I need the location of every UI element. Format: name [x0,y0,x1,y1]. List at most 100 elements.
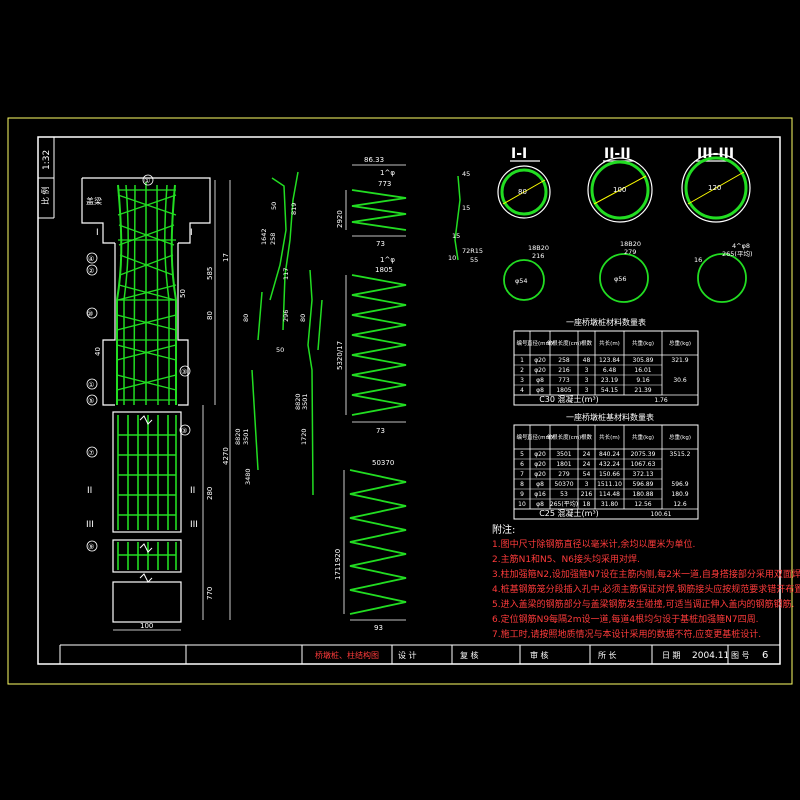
table-cell: 50370 [554,481,573,488]
b5-dim-15: 15 [462,204,470,212]
table-footer-value: 100.61 [651,511,672,518]
mark-2: ② [88,267,94,275]
table-cell: 8 [520,481,524,488]
dim-80: 80 [206,311,214,320]
mark-3: ③ [181,368,187,376]
dim-100: 100 [140,622,153,630]
table-header: 共重(kg) [632,433,654,441]
ring3-label: 4^φ8 [732,242,750,250]
b3-dim-3501: 3501 [242,428,250,445]
ring2-label: 18B20 [620,240,641,248]
inner-frame [37,136,781,665]
ring3-mark: 16 [694,256,702,264]
dim-40: 40 [94,347,102,356]
table-cell: 1511.10 [597,481,622,488]
b5-dim-10: 10 [448,254,456,262]
drawing-title: 桥墩桩、柱结构图 [315,650,379,660]
ring1-d: φ54 [515,277,528,285]
note-item: 1.图中尺寸除钢筋直径以毫米计,余均以厘米为单位. [492,540,696,550]
mark-10: ⑩ [87,310,93,318]
section-I-title: I-I [511,146,527,162]
spiral2-len: 1805 [375,266,393,274]
b5-dim-15b: 15 [452,232,460,240]
table-cell: φ8 [536,481,544,488]
table-header: 总重(kg) [669,339,691,347]
pier-elevation: 盖梁 I I II II III III [81,174,231,631]
ring1-len: 216 [532,252,544,260]
mark-4: ④ [88,255,94,263]
table-header: 共长(m) [599,433,620,441]
table-cell: 12.6 [673,501,687,508]
date-value: 2004.11 [692,651,729,661]
table-cell: 773 [558,377,570,384]
table-cell: 2075.39 [631,451,656,458]
note-item: 5.进入盖梁的钢筋部分与盖梁钢筋发生碰撞,可适当调正伸入盖内的钢筋钢筋. [492,600,795,610]
table-header: 根数 [581,433,593,441]
table-cell: 180.88 [633,491,654,498]
b5-dim-55: 55 [470,256,478,264]
table-cell: 3 [585,387,589,394]
table-cell: 30.6 [673,377,687,384]
mark-3b: ③ [181,427,187,435]
b2-dim-80a: 80 [242,314,250,322]
table-cell: 596.89 [633,481,654,488]
sec-III-right: III [190,520,198,530]
table-cell: 6 [520,461,524,468]
table-cell: 21.39 [634,387,651,394]
notes-block: 附注: 1.图中尺寸除钢筋直径以毫米计,余均以厘米为单位. 2.主筋N1和N5、… [492,523,800,643]
table2-title: 一座桥墩桩基材料数量表 [566,412,654,422]
table-cell: 305.89 [633,357,654,364]
table-cell: φ8 [536,387,544,394]
table-header: 单根长度(cm) [547,339,582,347]
table-cell: 1 [520,357,524,364]
spiral2-h: 5320/17 [336,341,344,370]
dim-280: 280 [206,487,214,500]
spiral1-top: 86.33 [364,156,384,164]
table-cell: 23.19 [601,377,618,384]
table-header: 直径(mm) [527,433,553,441]
b2-dim-296: 296 [282,310,290,322]
table-cell: 24 [583,451,591,458]
sheet-value: 6 [762,650,768,661]
spiral2-mark: 1^φ [380,256,395,264]
mark-7: ⑦ [88,449,94,457]
table-header: 直径(mm) [527,339,553,347]
ring3-len: 265(平均) [722,249,752,258]
table-footer-label: C25 混凝土(m³) [539,508,599,518]
table-cell: φ20 [534,357,546,364]
note-item: 6.定位钢筋N9每隔2m设一道,每道4根均匀设于基桩加强箍N7四周. [492,615,759,625]
table-footer-value: 1.76 [654,397,668,404]
scale-box: 比 例 1:32 [38,137,55,219]
table-footer-label: C30 混凝土(m³) [539,394,599,404]
table-cell: φ20 [534,451,546,458]
title-block: 桥墩桩、柱结构图 设 计 复 核 审 核 所 长 日 期 2004.11 图 号… [59,644,780,664]
section-III-d: 120 [708,184,721,192]
b2-dim-80b: 80 [299,314,307,322]
table-cell: φ8 [536,377,544,384]
table-cell: 114.48 [599,491,620,498]
table-cell: 2 [520,367,524,374]
bar-details: 1642 50 258 819 80 117 80 296 8820 3501 … [234,170,483,496]
table-cell: 1801 [556,461,571,468]
table-cell: 3 [585,367,589,374]
table-cell: 5 [520,451,524,458]
dim-770: 770 [206,587,214,600]
table-header: 总重(kg) [669,433,691,441]
table-cell: 279 [558,471,570,478]
sec-I-right: I [190,228,193,238]
b3-dim-3480: 3480 [244,468,252,485]
table-cell: 3 [585,481,589,488]
review-label: 复 核 [460,650,479,660]
table-cell: 150.66 [599,471,620,478]
table-cell: 10 [518,501,526,508]
mark-1: ① [88,381,94,389]
ring1-label: 18B20 [528,244,549,252]
b1-dim-1642: 1642 [260,228,268,245]
sec-III-left: III [86,520,94,530]
table-cell: 12.56 [634,501,651,508]
spirals: 86.33 1^φ 773 2920 73 1^φ 1805 5320/17 7… [334,156,407,632]
cap-beam-label: 盖梁 [86,196,102,206]
